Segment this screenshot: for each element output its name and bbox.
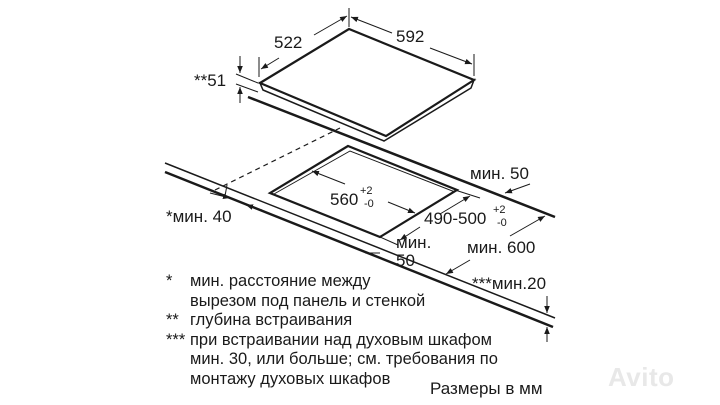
tol-minus: -0 [364,198,374,210]
dim-cutout-width: 560 [330,190,358,209]
legend-row: ***при встраивании над духовым шкафом [166,331,498,351]
cutout-inner [273,150,456,195]
tol-minus: -0 [497,217,507,229]
legend-row: * мин. расстояние между [166,272,498,292]
legend-marker: *** [166,330,186,349]
legend-row: ** глубина встраивания [166,311,498,331]
tol-plus: +2 [360,185,373,197]
legend-row: мин. 30, или больше; см. требования по [166,350,498,370]
dim-cutout-depth: 490-500 [424,209,486,228]
worktop-front-edge [164,162,556,319]
legend-marker [166,292,190,312]
avito-watermark: Avito [608,362,675,392]
legend-row: вырезом под панель и стенкой [166,292,498,312]
dim-min-below: ***мин.20 [472,274,546,293]
dim-min-back: мин. 50 [470,164,529,183]
dim-592-arrow [350,16,393,34]
dim-hob-width: 592 [396,27,424,46]
tol-plus: +2 [493,204,506,216]
dim-min-front-1: мин. [396,233,431,252]
dim-min-front-2: 50 [396,251,415,270]
worktop-back-edge [247,95,556,219]
legend-marker [166,350,190,370]
legend-text: глубина встраивания [190,311,353,330]
dim-hob-depth: 522 [274,33,302,52]
legend-text: мин. 30, или больше; см. требования по [190,350,498,369]
units-note: Размеры в мм [430,379,543,398]
hob-top [257,27,477,138]
legend: * мин. расстояние между вырезом под панел… [166,272,498,390]
legend-row: монтажу духовых шкафов [166,370,498,390]
dim-min-side: *мин. 40 [166,207,232,226]
legend-marker: * [166,272,173,290]
dim-min-worktop: мин. 600 [467,238,535,257]
legend-text: монтажу духовых шкафов [190,369,391,388]
dim-hob-height: **51 [194,71,226,90]
legend-marker: ** [166,311,179,330]
dim-522-arrow [260,57,280,70]
legend-text: при встраивании над духовым шкафом [190,330,493,349]
legend-marker [166,370,190,390]
legend-text: мин. расстояние между [190,272,371,290]
legend-text: вырезом под панель и стенкой [190,291,426,310]
